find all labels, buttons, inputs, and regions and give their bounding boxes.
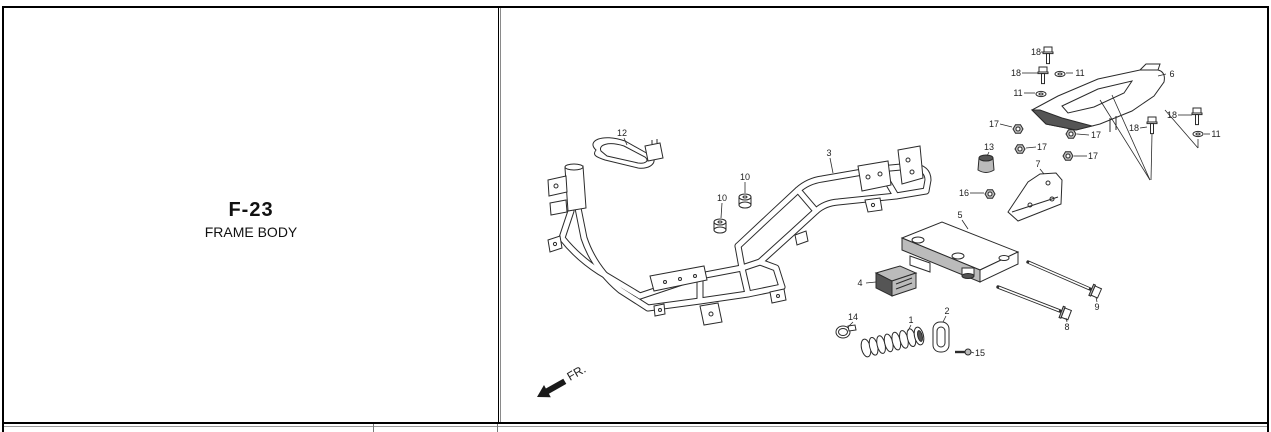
- callout-label: 10: [717, 193, 727, 203]
- callout-label: 18: [1167, 110, 1177, 120]
- part-17-nut: [1012, 124, 1024, 134]
- part-17-nut: [1065, 129, 1077, 139]
- section-title-cell: F-23 FRAME BODY: [4, 8, 498, 422]
- callout-label: 18: [1031, 47, 1041, 57]
- part-5-mount-plate: [900, 221, 1020, 283]
- front-direction-indicator: FR.: [537, 362, 589, 398]
- callout-label: 17: [1037, 142, 1047, 152]
- callout-leaders: [623, 51, 1210, 354]
- callout-labels: 18 18 11 6 11 17 17 18 18 11 17 17 13 7 …: [617, 47, 1221, 358]
- frame-tubes-fill: [559, 163, 931, 311]
- exploded-parts-diagram: 18 18 11 6 11 17 17 18 18 11 17 17 13 7 …: [537, 46, 1221, 398]
- callout-label: 11: [1211, 129, 1220, 139]
- callout-label: 7: [1035, 159, 1040, 169]
- callout-label: 16: [959, 188, 969, 198]
- part-7-bracket: [1007, 172, 1063, 222]
- callout-label: 17: [989, 119, 999, 129]
- next-row-divider-2: [497, 424, 498, 432]
- part-17-nut: [1062, 151, 1074, 161]
- part-18-bolt: [1037, 66, 1049, 85]
- callout-label: 18: [1011, 68, 1021, 78]
- table-divider-middle: [498, 8, 499, 423]
- callout-label: 14: [848, 312, 858, 322]
- front-direction-label: FR.: [565, 362, 589, 384]
- part-18-bolt: [1042, 46, 1054, 65]
- callout-label: 5: [957, 210, 962, 220]
- assembly-leader-lines: [1099, 94, 1199, 181]
- callout-label: 3: [826, 148, 831, 158]
- part-18-bolt: [1146, 116, 1158, 135]
- part-12-cable-clamp: [592, 137, 664, 169]
- callout-label: 9: [1094, 302, 1099, 312]
- table-border-left: [2, 6, 4, 432]
- callout-label: 18: [1129, 123, 1139, 133]
- table-border-top: [2, 6, 1269, 8]
- callout-label: 10: [740, 172, 750, 182]
- part-3-frame-body: [547, 145, 932, 326]
- part-11-washer: [1035, 90, 1047, 98]
- callout-label: 15: [975, 348, 985, 358]
- bolt-head: [1058, 305, 1073, 321]
- callout-label: 11: [1013, 88, 1022, 98]
- callout-label: 2: [944, 306, 949, 316]
- section-code: F-23: [228, 199, 274, 221]
- table-divider-middle-inner: [500, 8, 501, 423]
- table-border-bottom: [2, 422, 1269, 424]
- callout-label: 12: [617, 128, 627, 138]
- table-border-right: [1267, 6, 1269, 432]
- part-13-grommet: [977, 154, 995, 173]
- part-10-mount-b: [713, 218, 727, 234]
- section-title: FRAME BODY: [204, 224, 298, 240]
- part-9-long-bolt: [1026, 260, 1103, 299]
- callout-label: 8: [1064, 322, 1069, 332]
- part-1-corrugated-hose: [860, 326, 925, 358]
- bolt-head: [1088, 283, 1103, 299]
- part-2-ring: [932, 321, 950, 353]
- callout-label: 6: [1169, 69, 1174, 79]
- callout-label: 13: [984, 142, 994, 152]
- callout-label: 17: [1091, 130, 1101, 140]
- part-11-washer: [1192, 130, 1204, 138]
- part-11-washer: [1054, 70, 1066, 78]
- part-4-box: [874, 265, 918, 297]
- frame-brackets: [547, 145, 924, 326]
- part-16-nut: [984, 189, 996, 199]
- callout-label: 1: [908, 315, 913, 325]
- front-direction-arrow-icon: [537, 378, 567, 398]
- part-10-mount-a: [738, 193, 752, 209]
- part-17-nut: [1014, 144, 1026, 154]
- part-6-rear-carrier: [1030, 63, 1165, 132]
- part-8-long-bolt: [996, 285, 1073, 321]
- callout-label: 11: [1075, 68, 1084, 78]
- part-18-bolt: [1191, 107, 1203, 126]
- part-15-screw: [955, 348, 972, 356]
- next-row-divider-1: [373, 424, 374, 432]
- callout-label: 4: [857, 278, 862, 288]
- callout-label: 17: [1088, 151, 1098, 161]
- part-14-hose-clamp: [835, 324, 857, 339]
- next-row-border: [4, 426, 1267, 427]
